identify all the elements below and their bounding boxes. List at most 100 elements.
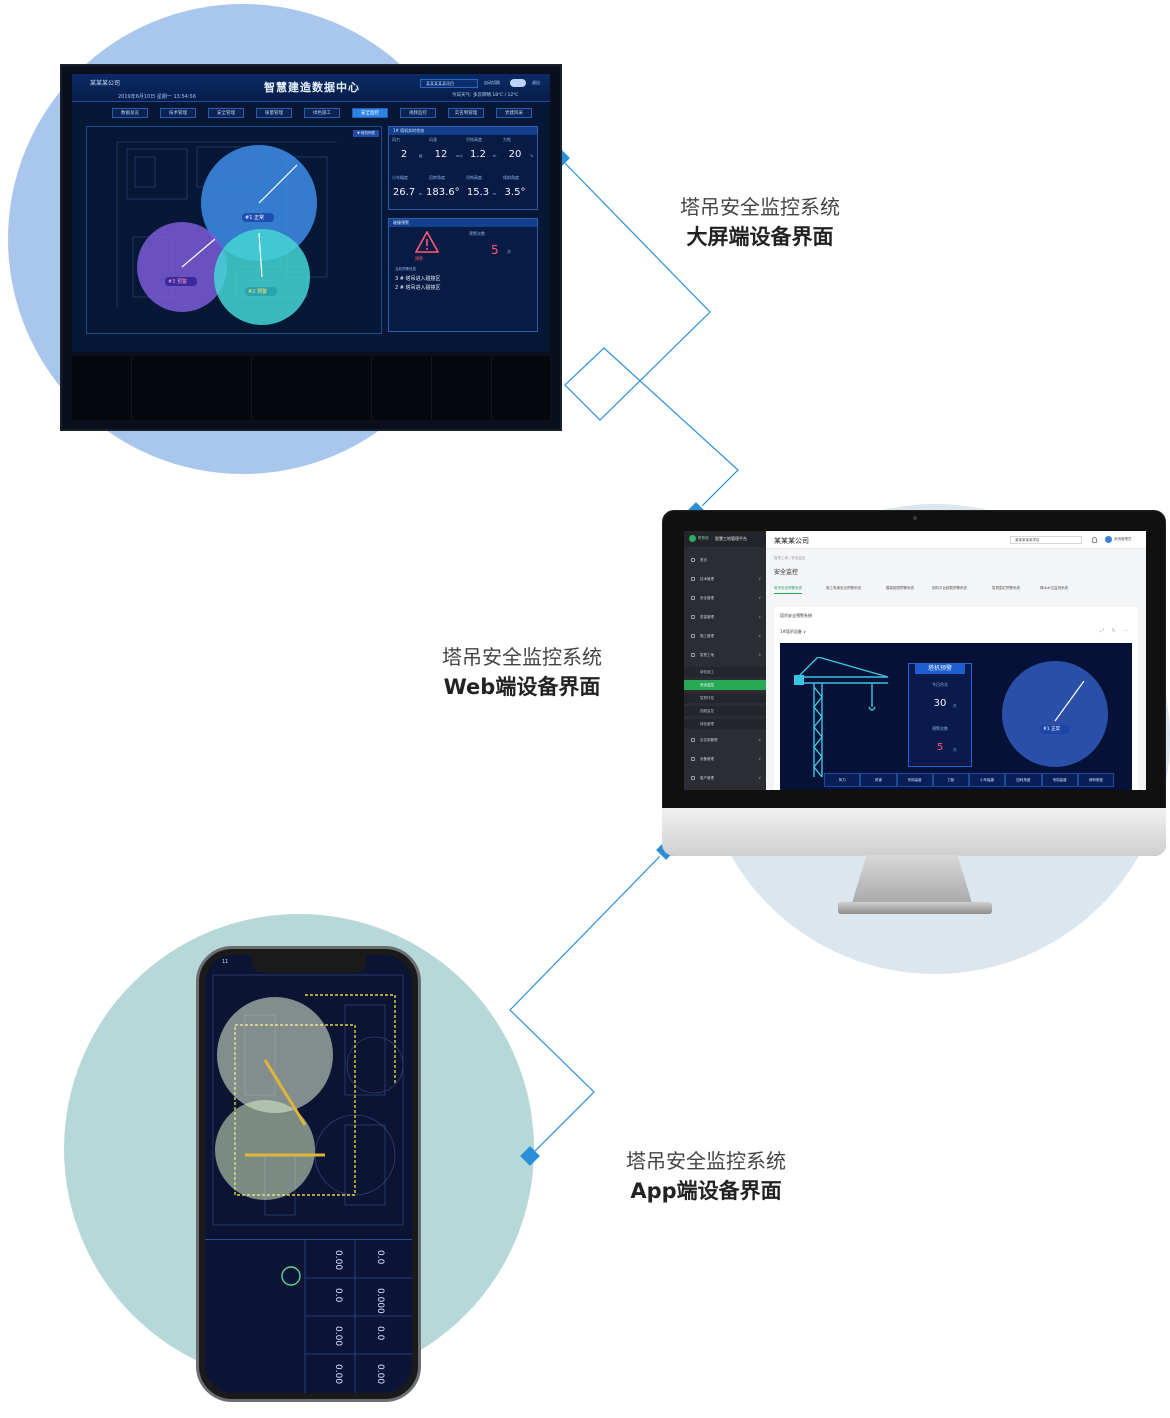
more-icon[interactable]: ⋯ bbox=[1123, 628, 1129, 634]
tab-quality[interactable]: 质量管理 bbox=[256, 108, 292, 118]
crane-tag bbox=[242, 213, 274, 222]
sidebar-item-construction[interactable]: 施工管理∨ bbox=[684, 631, 766, 641]
crane-tag bbox=[1040, 725, 1070, 734]
big-screen-tabs: 数据总览 技术管理 安全管理 质量管理 绿色施工 安全监控 视频监控 实名制管理… bbox=[112, 108, 532, 118]
sidebar-item-label: 智慧工地 bbox=[700, 653, 714, 657]
tab-safety-monitor[interactable]: 安全监控 bbox=[352, 108, 388, 118]
avatar[interactable] bbox=[1105, 536, 1112, 543]
readout-value: 0.00 bbox=[375, 1364, 385, 1385]
id-icon bbox=[691, 738, 695, 742]
crane-alarm-box: 塔机预警 今日吊次 30 次 预警次数 5 次 bbox=[908, 663, 972, 767]
tab-overview[interactable]: 数据总览 bbox=[112, 108, 148, 118]
device-select[interactable]: 1#塔吊设备 ∨ bbox=[780, 629, 807, 634]
monitor-stand bbox=[852, 855, 972, 903]
readout-value: 0.0 bbox=[375, 1250, 385, 1265]
submenu-item[interactable]: 视频监控 bbox=[684, 706, 766, 716]
user-name[interactable]: 系统管理员 bbox=[1114, 537, 1132, 541]
crane-range[interactable] bbox=[215, 1100, 315, 1200]
home-icon bbox=[691, 558, 695, 562]
readout-value: 0.00 bbox=[333, 1364, 343, 1385]
caption-title: 塔吊安全监控系统 bbox=[442, 645, 602, 669]
tab-realname[interactable]: 实名制管理 bbox=[448, 108, 484, 118]
warning-icon bbox=[415, 231, 439, 253]
stat-unit: m/s bbox=[456, 154, 463, 158]
chevron-down-icon: ∨ bbox=[758, 595, 761, 600]
project-select[interactable]: 某某某某某项目 bbox=[420, 79, 478, 88]
refresh-icon[interactable]: ↻ bbox=[1111, 628, 1116, 634]
stat-value: 3.5° bbox=[504, 187, 526, 198]
sidebar-item-home[interactable]: 首页 bbox=[684, 555, 766, 565]
tab-elevator-alarm[interactable]: 施工电梯安全预警系统 bbox=[826, 586, 861, 590]
stat-item: 吊钩高度 15.3 m bbox=[463, 173, 500, 209]
datetime: 2019年6月10日 星期一 13:54:56 bbox=[118, 94, 196, 100]
alarm-history-title: 当前预警信息 bbox=[395, 267, 416, 271]
monitor-foot bbox=[838, 902, 992, 914]
sidebar-item-safety[interactable]: 安全管理 ∨ bbox=[684, 593, 766, 603]
stat-label: 小车幅度 bbox=[392, 175, 408, 180]
sidebar-item-customer[interactable]: 客户管理∨ bbox=[684, 773, 766, 783]
tab-water-level[interactable]: 降水水位监测系统 bbox=[1040, 586, 1068, 590]
crane-radius-map bbox=[1002, 661, 1108, 767]
crane-label: #2 预警 bbox=[248, 289, 267, 295]
submenu-item[interactable]: 绿色施工 bbox=[684, 667, 766, 677]
expand-icon[interactable]: ⤢ bbox=[1100, 628, 1105, 634]
crane-list-button[interactable]: ▼ 塔机列表 bbox=[353, 130, 379, 137]
chevron-down-icon: ∨ bbox=[758, 775, 761, 780]
tab-formwork-alarm[interactable]: 模架超限预警系统 bbox=[886, 586, 914, 590]
tab-green[interactable]: 绿色施工 bbox=[304, 108, 340, 118]
stat-label: 力矩 bbox=[503, 137, 511, 142]
crane-range[interactable] bbox=[217, 997, 333, 1113]
metric-cell: 吊钩高度 bbox=[896, 773, 933, 787]
readout-value: 0.0 bbox=[333, 1288, 343, 1303]
submenu-item[interactable]: 智慧环控 bbox=[684, 693, 766, 703]
bell-icon[interactable] bbox=[1092, 537, 1097, 543]
sidebar: 筑慧然 智慧工地管理平台 首页 技术管理∨ 安全管理∨ 质量管理∨ 施工管理∨ … bbox=[684, 531, 766, 790]
user-icon bbox=[691, 776, 695, 780]
project-select[interactable]: 某某某某某项目 bbox=[1010, 536, 1082, 544]
readout-value: 0.00 bbox=[333, 1326, 343, 1347]
collision-alarm-box: 碰撞预警 预警 预警次数 5 次 当前预警信息 3 # 塔吊进入碰撞区 2 # … bbox=[388, 218, 538, 332]
stat-item: 回转角度 183.6° bbox=[426, 173, 463, 209]
chevron-down-icon: ∨ bbox=[758, 633, 761, 638]
stat-value: 26.7 bbox=[392, 187, 416, 198]
today-lifts-unit: 次 bbox=[953, 704, 957, 708]
sidebar-item-quality[interactable]: 质量管理∨ bbox=[684, 612, 766, 622]
big-screen-header: 某某某公司 2019年6月10日 星期一 13:54:56 智慧建造数据中心 某… bbox=[72, 74, 550, 102]
tab-platform-alarm[interactable]: 卸料平台超载预警系统 bbox=[932, 586, 967, 590]
sidebar-item-label: 安全管理 bbox=[700, 596, 714, 600]
chevron-down-icon: ∨ bbox=[758, 614, 761, 619]
sidebar-item-realname[interactable]: 实名制管理∨ bbox=[684, 735, 766, 745]
caption-title: 塔吊安全监控系统 bbox=[626, 1149, 786, 1173]
tab-crane-alarm[interactable]: 塔吊安全预警系统 bbox=[774, 586, 802, 594]
stat-unit: % bbox=[530, 154, 534, 158]
sidebar-item-equipment[interactable]: 设备管理∨ bbox=[684, 754, 766, 764]
alarm-count-label: 预警次数 bbox=[469, 231, 485, 236]
exit-button[interactable]: 退出 bbox=[532, 80, 540, 85]
tab-party[interactable]: 党建风采 bbox=[496, 108, 532, 118]
breadcrumb[interactable]: 智慧工地 / 安全监控 bbox=[774, 556, 806, 560]
crane-range[interactable] bbox=[1002, 661, 1108, 767]
sidebar-item-tech[interactable]: 技术管理∨ bbox=[684, 574, 766, 584]
site-plan-map[interactable] bbox=[205, 955, 412, 1239]
card-toolbar: ⤢ ↻ ⋯ bbox=[1100, 628, 1128, 634]
quality-icon bbox=[691, 615, 695, 619]
auto-switch-toggle[interactable] bbox=[510, 79, 526, 87]
stat-value: 12 bbox=[434, 149, 448, 160]
tab-video[interactable]: 视频监控 bbox=[400, 108, 436, 118]
phone-data-panel: 0.00 0.0 0.00 0.00 0.0 0.000 0.0 0.00 bbox=[205, 1239, 412, 1393]
alarm-row: 2 # 塔吊进入碰撞区 bbox=[395, 285, 441, 291]
tab-safety[interactable]: 安全管理 bbox=[208, 108, 244, 118]
sidebar-item-smart-site[interactable]: 智慧工地∧ bbox=[684, 650, 766, 660]
submenu-item-active[interactable]: 安全监控 bbox=[684, 680, 766, 690]
metric-cell: 风速 bbox=[860, 773, 897, 787]
crane-label: #1 正常 bbox=[1043, 727, 1061, 732]
tab-tech[interactable]: 技术管理 bbox=[160, 108, 196, 118]
tab-fence-alarm[interactable]: 智慧围栏预警系统 bbox=[992, 586, 1020, 590]
submenu-item[interactable]: 绿色管理 bbox=[684, 719, 766, 729]
auto-switch-label: 自动切换 bbox=[484, 80, 500, 85]
crane-map[interactable]: #1 正常 #3 预警 #2 预警 ▼ 塔机列表 bbox=[86, 126, 382, 334]
top-bar: 某某某公司 某某某某某项目 系统管理员 bbox=[766, 531, 1146, 549]
caption-subtitle: Web端设备界面 bbox=[443, 675, 601, 699]
caption-web: 塔吊安全监控系统 Web端设备界面 bbox=[402, 642, 642, 702]
alarm-count-value: 5 bbox=[936, 742, 944, 753]
